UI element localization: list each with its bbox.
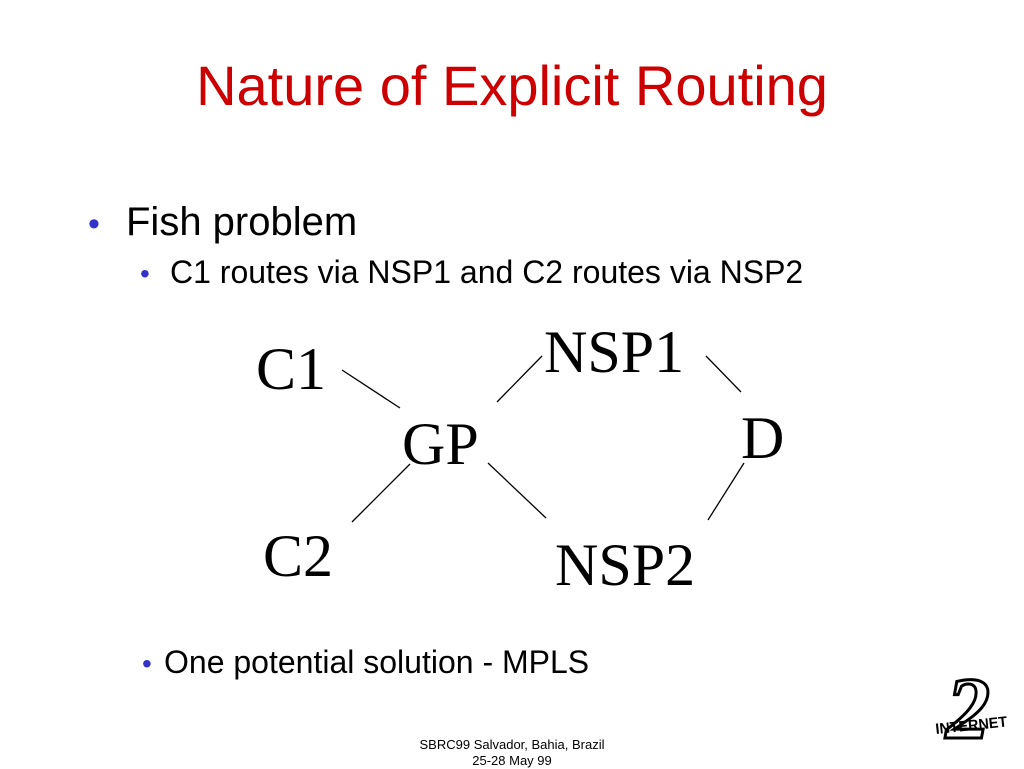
footer-line-2: 25-28 May 99: [472, 753, 552, 768]
logo-numeral: 2: [944, 672, 990, 758]
internet2-logo-icon: 2 INTERNET: [935, 672, 1008, 760]
slide-footer: SBRC99 Salvador, Bahia, Brazil 25-28 May…: [412, 737, 612, 769]
bullet-dot-icon: •: [142, 648, 152, 679]
bullet-item-solution: • One potential solution - MPLS: [142, 644, 589, 681]
node-nsp2: NSP2: [555, 532, 695, 598]
bullet-text: Fish problem: [126, 200, 358, 244]
bullet-dot-icon: •: [88, 205, 100, 243]
edge-gp-nsp2: [487, 462, 547, 519]
bullet-dot-icon: •: [140, 258, 150, 289]
footer-line-1: SBRC99 Salvador, Bahia, Brazil: [419, 737, 605, 752]
edge-gp-nsp1: [496, 355, 543, 403]
edge-nsp2-d: [707, 462, 745, 521]
node-nsp1: NSP1: [544, 319, 684, 385]
node-gp: GP: [402, 411, 479, 477]
node-d: D: [741, 405, 784, 471]
edge-c2-gp: [351, 463, 411, 523]
bullet-text: C1 routes via NSP1 and C2 routes via NSP…: [170, 254, 804, 290]
bullet-item-level2: • C1 routes via NSP1 and C2 routes via N…: [140, 254, 803, 291]
node-c1: C1: [256, 336, 326, 402]
edge-nsp1-d: [705, 355, 742, 393]
slide-title: Nature of Explicit Routing: [196, 54, 828, 117]
edge-c1-gp: [341, 369, 401, 409]
node-c2: C2: [263, 523, 333, 589]
bullet-text: One potential solution - MPLS: [164, 644, 590, 680]
bullet-item-level1: • Fish problem: [88, 200, 357, 245]
